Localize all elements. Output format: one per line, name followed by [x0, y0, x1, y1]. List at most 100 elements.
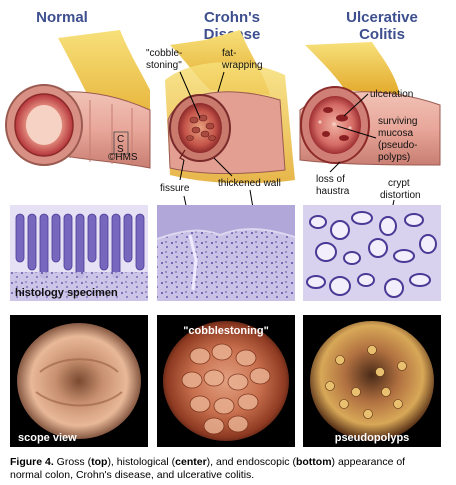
distorted-crypt: [404, 213, 424, 227]
cobblestone: [181, 371, 203, 389]
distorted-crypt: [393, 249, 415, 263]
caption-t1: Gross (: [54, 456, 92, 468]
normal-colon-illustration: [5, 30, 151, 169]
histology-crohns: [157, 205, 295, 301]
label-surviving-2: mucosa: [378, 128, 413, 139]
distorted-crypt: [419, 234, 437, 254]
seal-text: ©HMS: [108, 152, 138, 163]
caption-t2: ), histological (: [107, 456, 175, 468]
cobblestone: [189, 395, 211, 413]
label-pseudopolyps: pseudopolyps: [335, 432, 410, 444]
pseudopolyp: [363, 409, 373, 419]
label-crypt-distortion-2: distortion: [380, 190, 421, 201]
label-fat-wrapping-2: wrapping: [221, 60, 263, 71]
villus: [51, 213, 61, 263]
leader-surviving: [336, 125, 377, 139]
scope-crohns: [157, 315, 295, 447]
header-normal: Normal: [36, 9, 88, 26]
histology-normal: [10, 205, 148, 301]
pseudopolyp: [397, 361, 407, 371]
label-histology-specimen: histology specimen: [15, 287, 118, 299]
figure-caption-line1: Figure 4. Gross (top), histological (cen…: [10, 456, 405, 468]
leader-ulceration: [343, 93, 369, 117]
caption-top: top: [91, 456, 107, 468]
caption-bottom: bottom: [296, 456, 332, 468]
caption-center: center: [175, 456, 207, 468]
villus: [111, 213, 121, 279]
label-surviving-1: surviving: [378, 116, 417, 127]
label-fat-wrapping-1: fat-: [222, 48, 236, 59]
label-loss-of-haustra-2: haustra: [316, 186, 350, 197]
crohns-colon-illustration: [165, 30, 295, 184]
distorted-crypt: [368, 238, 388, 258]
leader-fissure-up: [179, 159, 185, 181]
caption-t3: ), and endoscopic (: [207, 456, 297, 468]
label-surviving-4: polyps): [378, 152, 410, 163]
pseudopolyp: [375, 367, 385, 377]
label-surviving-3: (pseudo-: [378, 140, 417, 151]
uc-colon-illustration: [299, 42, 441, 166]
cobblestone: [203, 417, 225, 435]
histology-uc: [303, 205, 441, 301]
label-cobblestoning-1: "cobble-: [146, 48, 182, 59]
distorted-crypt: [330, 220, 350, 240]
pseudopolyp: [335, 355, 345, 365]
label-thickened-wall: thickened wall: [218, 178, 281, 189]
villus: [75, 213, 85, 279]
leader-cobblestoning: [179, 71, 201, 119]
distorted-crypt: [329, 276, 351, 296]
villus: [99, 213, 109, 271]
pseudopolyp: [339, 399, 349, 409]
leader-thickened-up: [213, 157, 233, 177]
label-fissure: fissure: [160, 183, 190, 194]
header-uc-line1: Ulcerative: [346, 9, 418, 26]
cobblestone: [189, 347, 211, 365]
cobblestone: [213, 397, 235, 415]
pseudopolyp: [381, 387, 391, 397]
caption-fig: Figure 4.: [10, 456, 54, 468]
pseudopolyp: [367, 345, 377, 355]
leader-fat-wrapping: [217, 71, 225, 93]
cobblestone: [249, 367, 271, 385]
scope-normal: [10, 315, 148, 447]
villus: [135, 213, 145, 271]
villus: [63, 213, 73, 271]
distorted-crypt: [343, 251, 361, 265]
leader-loss-of-haustra: [329, 161, 341, 173]
seal-letter-s: S: [117, 144, 124, 155]
cobblestone: [237, 393, 259, 411]
cobblestone: [227, 373, 249, 391]
cobblestone: [203, 369, 225, 387]
label-cobblestoning-2: stoning": [146, 60, 182, 71]
label-ulceration: ulceration: [370, 89, 413, 100]
label-loss-of-haustra-1: loss of: [316, 174, 345, 185]
villus: [27, 213, 37, 271]
label-cobblestoning-scope: "cobblestoning": [183, 325, 269, 337]
distorted-crypt: [357, 273, 375, 287]
pseudopolyp: [393, 399, 403, 409]
cobblestone: [235, 349, 257, 367]
caption-t4: ) appearance of: [332, 456, 406, 468]
villus: [87, 213, 97, 263]
scope-uc: [303, 315, 441, 447]
distorted-crypt: [379, 216, 397, 236]
distorted-crypt: [309, 215, 327, 229]
distorted-crypt: [351, 211, 373, 225]
label-scope-view: scope view: [18, 432, 77, 444]
villus: [15, 213, 25, 263]
distorted-crypt: [315, 242, 337, 262]
cobblestone: [227, 415, 249, 433]
pseudopolyp: [351, 387, 361, 397]
distorted-crypt: [384, 278, 404, 298]
figure-caption-line2: normal colon, Crohn's disease, and ulcer…: [10, 469, 254, 481]
copyright-seal: C S ©HMS: [108, 131, 138, 163]
distorted-crypt: [409, 273, 431, 287]
villus: [39, 213, 49, 279]
header-uc-line2: Colitis: [359, 26, 405, 43]
seal-letter-c: C: [117, 134, 124, 145]
label-crypt-distortion-1: crypt: [388, 178, 410, 189]
distorted-crypt: [306, 275, 326, 289]
villus: [123, 213, 133, 263]
cobblestone: [211, 343, 233, 361]
